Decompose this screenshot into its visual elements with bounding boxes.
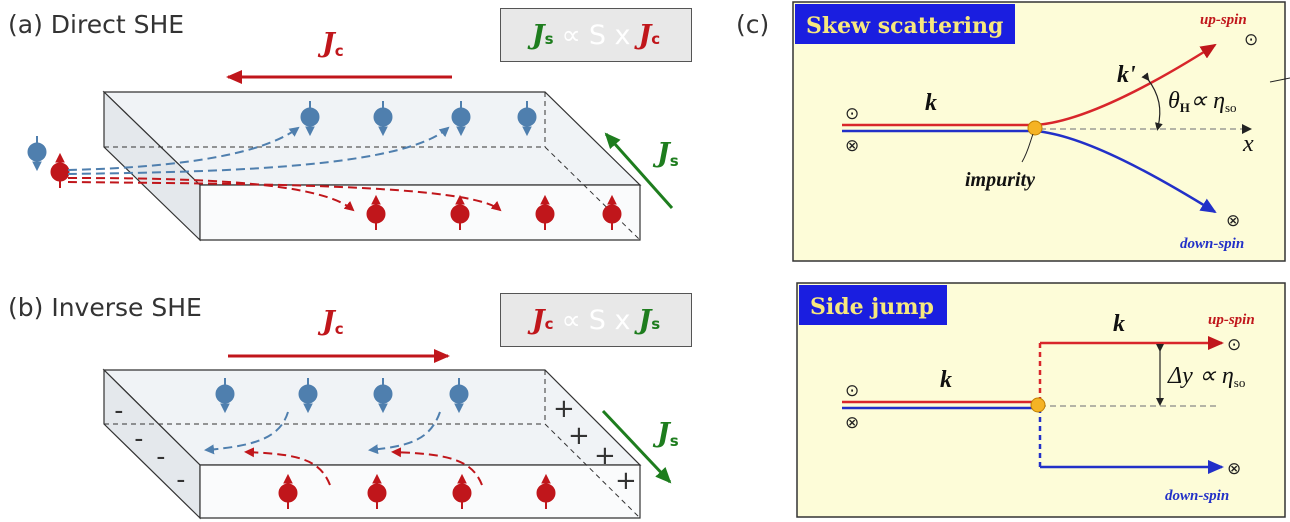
plus-sign: + <box>594 441 616 471</box>
formula-box-b: Jc ∝ S x Js <box>500 293 692 347</box>
impurity-dot <box>1027 120 1043 136</box>
js-arrow-b <box>601 409 672 484</box>
side-up-dot-symbol: ⊙ <box>1227 335 1241 355</box>
theta-arc <box>1141 72 1163 131</box>
down-spin-cross-symbol: ⊗ <box>1226 211 1240 231</box>
impurity-pointer <box>1021 133 1034 163</box>
side-k-right-label: k <box>1113 311 1125 337</box>
incoming-dot-symbol: ⊙ <box>845 104 859 124</box>
incoming-spin-up-a <box>50 153 70 189</box>
down-spin-label: down-spin <box>1180 236 1244 252</box>
minus-sign: - <box>153 442 169 472</box>
up-spin-label: up-spin <box>1200 12 1247 28</box>
k-prime-label: k' <box>1117 62 1136 88</box>
panel-c-label: (c) <box>736 10 770 39</box>
minus-sign: - <box>131 424 147 454</box>
impurity-label: impurity <box>965 169 1035 191</box>
trajectory-blue-b1 <box>204 411 289 455</box>
formula-a-propto: ∝ <box>561 19 581 51</box>
jc-label-a: Jc <box>317 28 344 60</box>
trajectory-red-a1 <box>67 177 355 212</box>
formula-b-rhs: Js <box>638 304 661 336</box>
side-jump-diagram: Side jump ⊙ ⊗ k Δy ∝ ηso k up-spin ⊙ ⊗ d… <box>796 282 1286 518</box>
plus-sign: + <box>568 421 590 451</box>
minus-sign: - <box>173 465 189 495</box>
up-spin-dot-symbol: ⊙ <box>1244 30 1258 50</box>
trajectory-blue-a2 <box>67 126 450 175</box>
formula-a-lhs: Js <box>531 19 554 51</box>
jc-label-b: Jc <box>317 306 344 338</box>
formula-b-mid: S x <box>588 304 631 336</box>
plus-sign: + <box>615 466 637 496</box>
formula-a-mid: S x <box>588 19 631 51</box>
formula-box-a: Js ∝ S x Jc <box>500 8 692 62</box>
skew-scattering-diagram: Skew scattering x ⊙ ⊗ k k' θH∝ ηso impur… <box>792 1 1290 262</box>
side-title-box <box>799 285 947 325</box>
k-label: k <box>925 90 937 116</box>
panel-b-label: (b) Inverse SHE <box>8 293 202 322</box>
skew-title: Skew scattering <box>806 13 1003 39</box>
side-incoming-cross-symbol: ⊗ <box>845 413 859 433</box>
formula-b-lhs: Jc <box>531 304 554 336</box>
side-up-spin-label: up-spin <box>1208 312 1255 328</box>
side-down-cross-symbol: ⊗ <box>1227 459 1241 479</box>
js-label-b: Js <box>652 418 679 450</box>
trajectory-red-a2 <box>67 181 502 212</box>
side-k-left-label: k <box>940 367 952 393</box>
side-incoming-dot-symbol: ⊙ <box>845 381 859 401</box>
x-axis-label: x <box>1242 131 1254 157</box>
trajectory-red-b2 <box>391 447 483 486</box>
plus-sign: + <box>553 394 575 424</box>
side-impurity-dot <box>1030 397 1046 413</box>
formula-a-rhs: Jc <box>638 19 661 51</box>
trajectory-blue-a1 <box>67 126 300 171</box>
side-title: Side jump <box>810 294 934 320</box>
down-spin-trajectory <box>1034 129 1217 214</box>
theta-label: θH∝ ηso <box>1168 88 1237 115</box>
js-arrow-a <box>604 132 674 209</box>
panel-a-label: (a) Direct SHE <box>8 10 185 39</box>
up-spin-trajectory <box>1034 43 1217 127</box>
trajectory-red-b1 <box>244 447 331 486</box>
incoming-spin-down-a <box>27 135 47 171</box>
dy-label: Δy ∝ ηso <box>1167 363 1245 390</box>
js-label-a: Js <box>652 138 679 170</box>
side-down-spin-label: down-spin <box>1165 488 1229 504</box>
incoming-cross-symbol: ⊗ <box>845 136 859 156</box>
slab-b <box>102 368 642 520</box>
skew-title-box <box>795 4 1015 44</box>
minus-sign: - <box>111 396 127 426</box>
formula-b-propto: ∝ <box>561 304 581 336</box>
trajectory-blue-b2 <box>368 411 441 455</box>
